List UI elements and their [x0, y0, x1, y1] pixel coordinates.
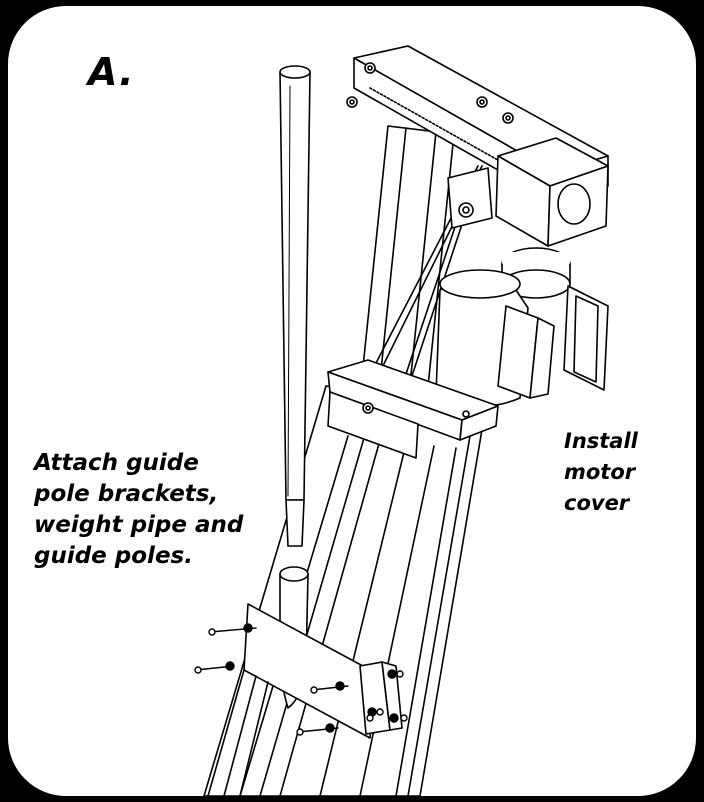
carriage-plate: [327, 359, 499, 459]
install-motor-cover-note: Install motor cover: [564, 426, 638, 519]
lower-legs: [207, 669, 269, 796]
right-note-line: Install: [564, 429, 638, 453]
step-label: A.: [88, 50, 135, 94]
left-note-line: Attach guide: [34, 450, 199, 476]
instruction-panel: A. Attach guide pole brackets, weight pi…: [8, 6, 696, 796]
gearbox: [447, 137, 609, 247]
motor-cover: [435, 269, 555, 407]
left-note-line: guide poles.: [34, 543, 193, 569]
assembly-drawing-icon: [194, 45, 609, 796]
right-note-line: cover: [564, 491, 630, 515]
bolts: [194, 623, 408, 736]
left-note-line: weight pipe and: [34, 512, 244, 538]
attach-guide-poles-note: Attach guide pole brackets, weight pipe …: [34, 448, 243, 572]
left-note-line: pole brackets,: [34, 481, 219, 507]
right-note-line: motor: [564, 460, 636, 484]
guide-pole: [279, 65, 311, 547]
column-rails: [203, 385, 487, 796]
